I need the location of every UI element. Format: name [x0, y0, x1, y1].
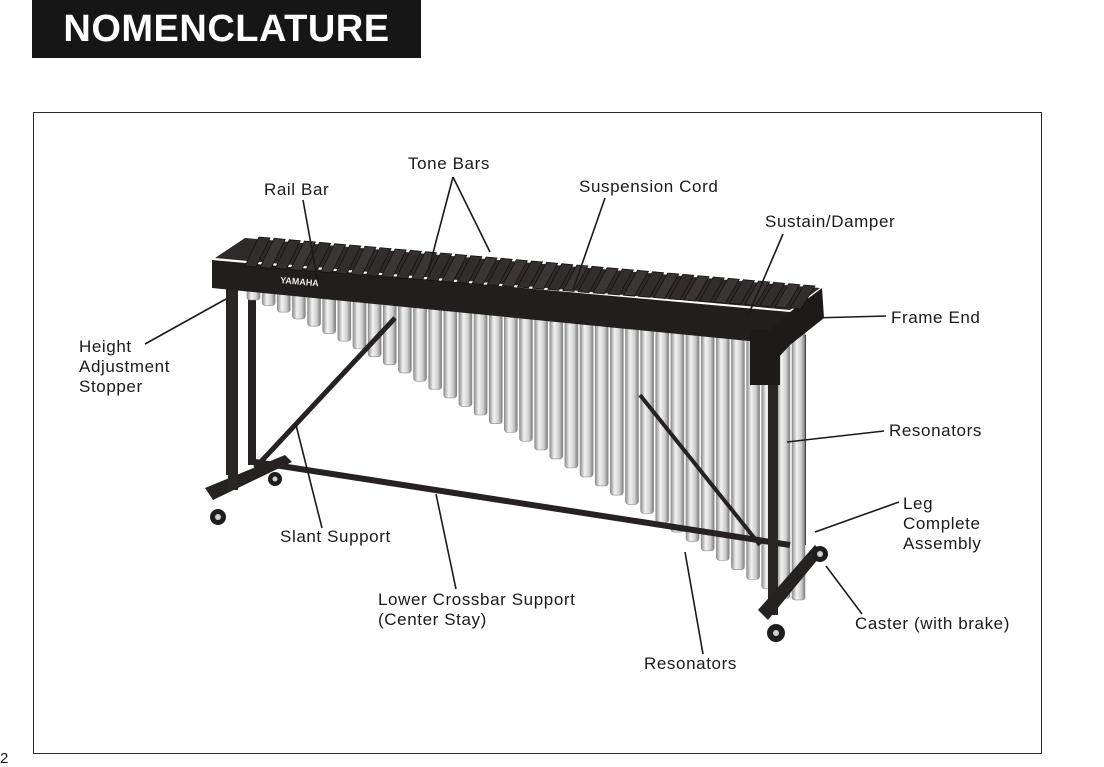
label-rail-bar: Rail Bar	[264, 180, 329, 200]
resonator-tube	[701, 320, 714, 551]
label-line: Height	[79, 337, 170, 357]
leader-leg-complete-assembly	[815, 502, 899, 532]
label-resonators-bottom: Resonators	[644, 654, 737, 674]
label-line: Leg	[903, 494, 982, 514]
resonator-tube	[459, 299, 472, 407]
leader-lower-crossbar-support	[436, 494, 456, 589]
resonator-tube	[565, 308, 578, 468]
label-line: Assembly	[903, 534, 982, 554]
leader-resonators-bottom	[685, 552, 703, 654]
resonator-tube	[671, 317, 684, 532]
resonator-tube	[520, 304, 533, 441]
label-suspension-cord: Suspension Cord	[579, 177, 718, 197]
resonator-tube	[625, 313, 638, 504]
leader-caster	[826, 566, 862, 614]
label-sustain-damper: Sustain/Damper	[765, 212, 895, 232]
label-lower-crossbar-support: Lower Crossbar Support (Center Stay)	[378, 590, 575, 630]
label-caster: Caster (with brake)	[855, 614, 1010, 634]
label-line: (Center Stay)	[378, 610, 575, 630]
label-slant-support: Slant Support	[280, 527, 391, 547]
resonator-tube	[641, 315, 654, 514]
resonator-tube	[610, 312, 623, 495]
resonator-tube	[504, 303, 517, 433]
resonator-tube	[580, 309, 593, 477]
resonator-tube	[550, 307, 563, 459]
resonator-tube	[489, 301, 502, 423]
label-line: Adjustment	[79, 357, 170, 377]
leader-slant-support	[296, 425, 322, 528]
label-tone-bars: Tone Bars	[408, 154, 490, 174]
resonator-tube	[444, 297, 457, 398]
leader-tone-bars-2	[453, 177, 490, 252]
label-height-adjustment-stopper: Height Adjustment Stopper	[79, 337, 170, 397]
label-frame-end: Frame End	[891, 308, 981, 328]
label-resonators-right: Resonators	[889, 421, 982, 441]
label-line: Lower Crossbar Support	[378, 590, 575, 610]
resonator-tube	[595, 311, 608, 486]
resonator-tube	[474, 300, 487, 415]
label-line: Stopper	[79, 377, 170, 397]
resonator-tube	[731, 323, 744, 570]
resonator-tube	[686, 319, 699, 542]
label-line: Complete	[903, 514, 982, 534]
label-leg-complete-assembly: Leg Complete Assembly	[903, 494, 982, 554]
resonator-tube	[535, 305, 548, 450]
resonator-tube	[716, 321, 729, 560]
